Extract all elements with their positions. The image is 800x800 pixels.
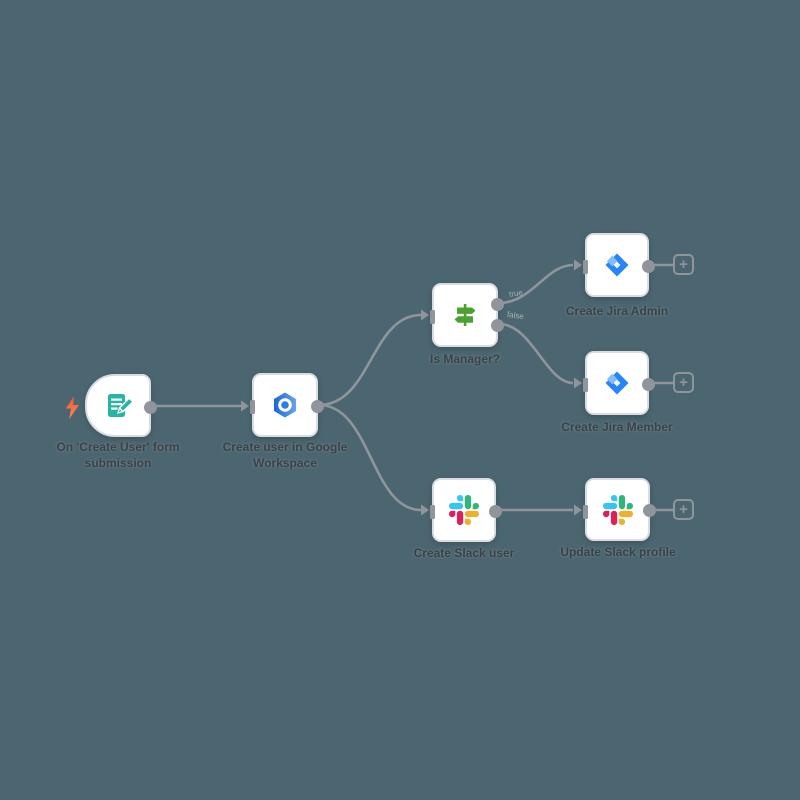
node-if-branch[interactable] [430, 283, 504, 347]
input-port[interactable] [583, 378, 588, 392]
output-port[interactable] [642, 378, 655, 391]
arrowhead-icon [574, 377, 582, 389]
slack-icon [587, 480, 648, 539]
add-node-button[interactable]: + [673, 372, 694, 393]
add-node-button[interactable]: + [673, 499, 694, 520]
connection-if-false-to-jira-member[interactable] [498, 322, 574, 385]
output-port-false[interactable] [491, 319, 504, 332]
form-pencil-icon [87, 376, 149, 435]
trigger-bolt-icon [66, 396, 79, 419]
arrowhead-icon [421, 504, 429, 516]
node-jira-member[interactable] [583, 351, 655, 415]
arrowhead-icon [574, 504, 582, 516]
input-port[interactable] [583, 505, 588, 519]
output-port-true[interactable] [491, 298, 504, 311]
arrowhead-icon [421, 309, 429, 321]
arrowhead-icon [241, 400, 249, 412]
node-google-workspace[interactable] [250, 373, 324, 437]
node-form-trigger[interactable] [85, 374, 157, 437]
jira-icon [587, 353, 647, 413]
google-admin-hexagon-icon [254, 375, 316, 435]
jira-icon [587, 235, 647, 295]
arrowhead-icon [574, 259, 582, 271]
signpost-icon [434, 285, 496, 345]
connection-if-true-to-jira-admin[interactable] [498, 263, 574, 305]
connection-google-to-slack[interactable] [318, 403, 422, 512]
output-port[interactable] [144, 401, 157, 414]
node-jira-admin[interactable] [583, 233, 655, 297]
plus-icon: + [679, 374, 688, 391]
output-port[interactable] [311, 400, 324, 413]
input-port[interactable] [583, 260, 588, 274]
output-port[interactable] [642, 260, 655, 273]
input-port[interactable] [250, 400, 255, 414]
input-port[interactable] [430, 505, 435, 519]
output-port[interactable] [489, 505, 502, 518]
add-node-button[interactable]: + [673, 254, 694, 275]
node-slack-update[interactable] [583, 478, 656, 541]
plus-icon: + [679, 501, 688, 518]
node-slack-create[interactable] [430, 478, 502, 542]
output-port[interactable] [643, 504, 656, 517]
slack-icon [434, 480, 494, 540]
plus-icon: + [679, 256, 688, 273]
connection-google-to-if[interactable] [318, 313, 422, 407]
input-port[interactable] [430, 310, 435, 324]
